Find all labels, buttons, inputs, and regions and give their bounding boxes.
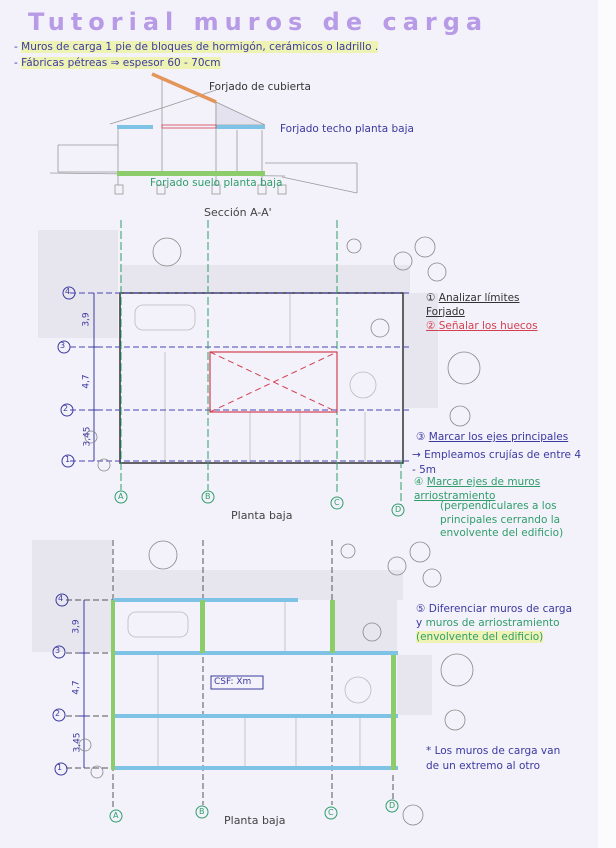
step-text: (envolvente del edificio) — [416, 631, 544, 644]
dimension-label: 3,45 — [82, 426, 93, 447]
row-axis-label: 4 — [58, 594, 64, 603]
row-axis-label: 4 — [65, 287, 71, 296]
bullet: - — [14, 57, 18, 69]
ceiling-slab-left — [117, 125, 153, 129]
section-caption: Sección A-A' — [204, 206, 272, 219]
floor-label: Forjado suelo planta baja — [150, 177, 283, 189]
note-2: - Fábricas pétreas ⇒ espesor 60 - 70cm — [14, 57, 221, 69]
step-text: Diferenciar muros de carga y — [416, 603, 573, 630]
plan2-caption: Planta baja — [224, 814, 286, 827]
col-axis-label: A — [113, 811, 119, 820]
ceiling-opening — [161, 124, 217, 129]
plan2-drawing — [32, 540, 432, 810]
col-axis-label: B — [199, 807, 205, 816]
opening-rect — [209, 351, 338, 413]
note-1: - Muros de carga 1 pie de bloques de hor… — [14, 41, 379, 53]
bullet: - — [14, 41, 18, 53]
step-4-note: (perpendiculares a los principales cerra… — [440, 500, 564, 540]
scan-edge — [598, 0, 616, 848]
step-1: ① Analizar límites Forjado — [426, 292, 520, 318]
ceiling-slab-right — [216, 125, 265, 129]
step-text: Analizar límites Forjado — [426, 292, 520, 318]
col-axis-label: C — [334, 498, 340, 507]
floor-slab — [117, 171, 265, 176]
row-axis-label: 2 — [55, 709, 61, 718]
dimension-label: 4,7 — [81, 374, 92, 389]
page-title: Tutorial muros de carga — [28, 8, 489, 36]
step-text: muros de arriostramiento — [425, 617, 560, 630]
ceiling-label: Forjado techo planta baja — [280, 123, 414, 135]
csf-label: CSF: Xm — [214, 677, 252, 687]
row-axis-label: 1 — [65, 455, 71, 464]
step-text: Marcar los ejes principales — [428, 431, 569, 443]
bracing-walls — [111, 600, 396, 770]
step-4: ④ Marcar ejes de muros arriostramiento — [414, 476, 541, 502]
roof-label: Forjado de cubierta — [209, 81, 311, 93]
step-3: ③ Marcar los ejes principales — [416, 431, 569, 443]
dimension-label: 3,45 — [72, 732, 83, 753]
row-axis-label: 1 — [57, 763, 63, 772]
dimension-label: 3,9 — [81, 312, 92, 327]
step-text: Señalar los huecos — [438, 320, 538, 332]
dimension-label: 4,7 — [71, 680, 82, 695]
row-axis-label: 2 — [63, 404, 69, 413]
step-text: Marcar ejes de muros arriostramiento — [414, 476, 541, 502]
roof-slab — [151, 72, 217, 104]
row-axis-bubbles — [52, 286, 76, 776]
note-text: Fábricas pétreas ⇒ espesor 60 - 70cm — [21, 57, 221, 69]
step-2: ② Señalar los huecos — [426, 320, 538, 332]
row-axis-label: 3 — [60, 341, 66, 350]
load-walls — [113, 598, 398, 770]
note-text: Muros de carga 1 pie de bloques de hormi… — [21, 41, 379, 53]
step-5: ⑤ Diferenciar muros de carga y muros de … — [416, 603, 573, 644]
col-axis-label: D — [395, 505, 402, 514]
row-axis-label: 3 — [55, 646, 61, 655]
col-axis-label: B — [205, 492, 211, 501]
plan1-drawing — [38, 220, 438, 505]
col-axis-label: C — [328, 808, 334, 817]
col-axis-bubbles — [109, 490, 405, 823]
tree-icons — [78, 236, 481, 826]
dimension-label: 3,9 — [71, 619, 82, 634]
step-3-note: → Empleamos crujías de entre 4 - 5m — [412, 449, 582, 476]
load-wall-note: * Los muros de carga van de un extremo a… — [426, 745, 561, 772]
col-axis-label: A — [118, 492, 124, 501]
col-axis-label: D — [389, 801, 396, 810]
plan1-caption: Planta baja — [231, 509, 293, 522]
